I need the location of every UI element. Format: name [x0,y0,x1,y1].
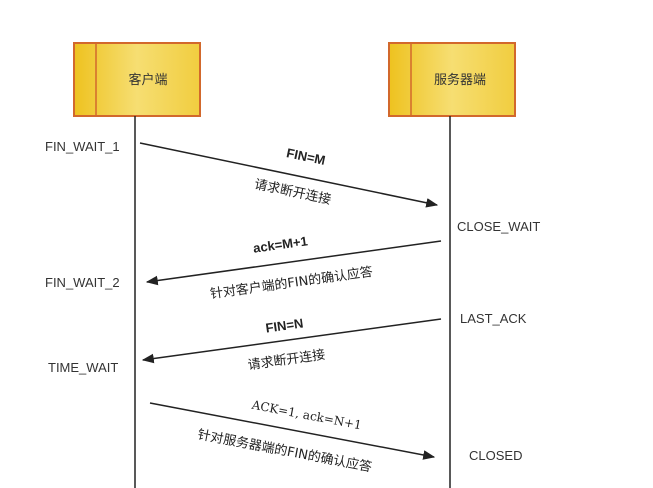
state-fin-wait-2: FIN_WAIT_2 [45,275,120,290]
client-label: 客户端 [128,72,167,88]
message-label: ack=M+1 [252,233,308,255]
state-time-wait: TIME_WAIT [48,360,118,375]
message-label: ACK=1, ack=N+1 [250,398,363,433]
message-ack-m1: ack=M+1 针对客户端的FIN的确认应答 [145,233,442,302]
message-label: FIN=M [285,145,327,168]
client-box: 客户端 [73,42,201,117]
message-note: 请求断开连接 [247,347,326,374]
message-arrow [145,240,442,286]
server-label: 服务器端 [434,72,486,88]
message-note: 针对服务器端的FIN的确认应答 [196,427,373,476]
state-closed: CLOSED [469,448,522,463]
message-label: FIN=N [265,316,305,336]
message-arrow [141,318,442,364]
server-box: 服务器端 [388,42,516,117]
state-fin-wait-1: FIN_WAIT_1 [45,139,120,154]
message-arrow [149,402,436,460]
message-fin-m: FIN=M 请求断开连接 [139,142,439,208]
message-fin-n: FIN=N 请求断开连接 [141,316,442,374]
message-ack-n1: ACK=1, ack=N+1 针对服务器端的FIN的确认应答 [149,398,436,476]
state-last-ack: LAST_ACK [460,311,527,326]
message-arrow [139,142,439,208]
state-close-wait: CLOSE_WAIT [457,219,540,234]
